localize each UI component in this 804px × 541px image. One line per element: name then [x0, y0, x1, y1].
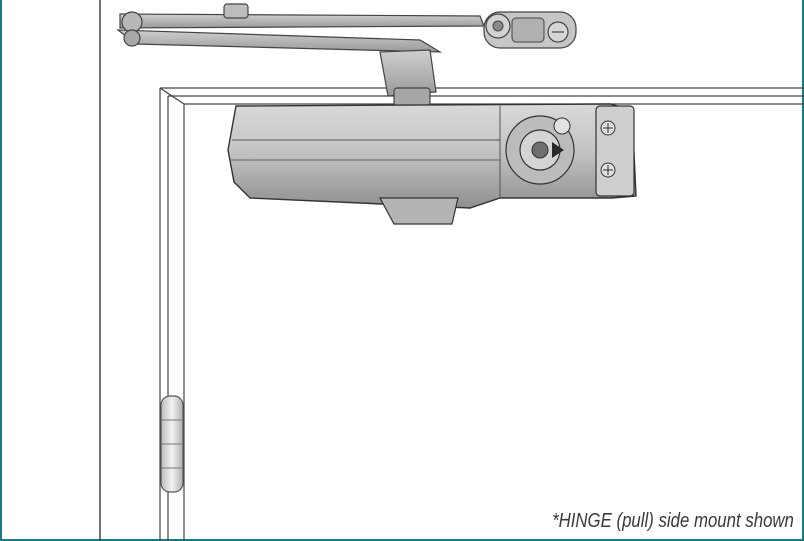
door-frame: [99, 0, 804, 541]
main-arm: [116, 3, 485, 53]
caption-text: *HINGE (pull) side mount shown: [552, 510, 794, 532]
valve-adjuster: [505, 115, 575, 185]
door-closer-body: [227, 103, 637, 225]
hinge: [160, 395, 184, 493]
forearm: [379, 49, 437, 107]
arm-shoe: [483, 11, 577, 49]
